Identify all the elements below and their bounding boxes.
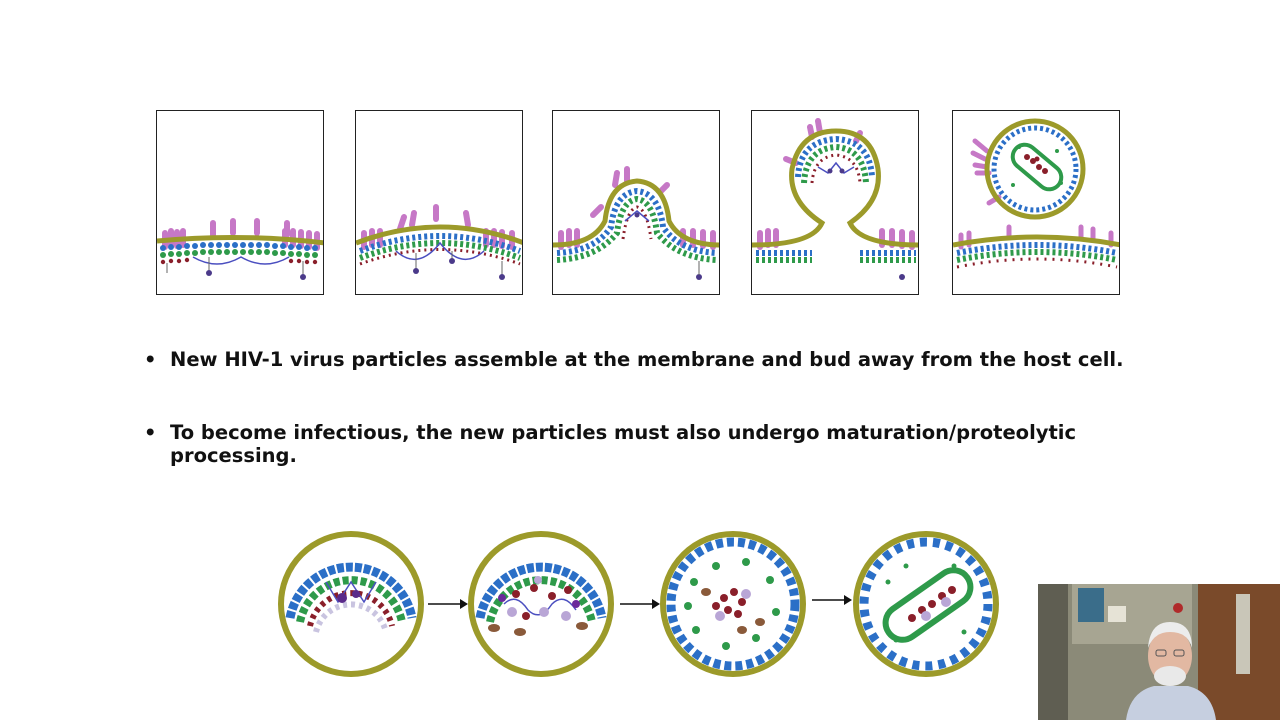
arrow-icon (812, 595, 852, 605)
bullet-text: To become infectious, the new particles … (170, 421, 1077, 467)
particle-immature (278, 531, 424, 677)
budding-panel-4 (751, 110, 919, 295)
budding-panel-5 (952, 110, 1120, 295)
particle-mature (853, 531, 999, 677)
arrow-icon (428, 599, 468, 609)
membrane-curving-illustration (356, 204, 522, 280)
budding-panel-1 (156, 110, 324, 295)
budding-panel-2 (355, 110, 523, 295)
particle-late-processing (660, 531, 806, 677)
particle-early-processing (468, 531, 614, 677)
arrow-icon (620, 599, 660, 609)
presenter-webcam (1038, 584, 1280, 720)
bullet-dot: • (144, 348, 157, 371)
maturation-sequence (278, 531, 999, 677)
membrane-pinching-illustration (752, 118, 918, 280)
virion-released-illustration (953, 118, 1119, 269)
membrane-flat-illustration (157, 218, 323, 280)
membrane-budding-illustration (553, 166, 719, 280)
presenter-video-frame (1038, 584, 1280, 720)
bullet-dot: • (144, 421, 157, 444)
bullet-text: New HIV-1 virus particles assemble at th… (170, 348, 1124, 371)
budding-panel-3 (552, 110, 720, 295)
